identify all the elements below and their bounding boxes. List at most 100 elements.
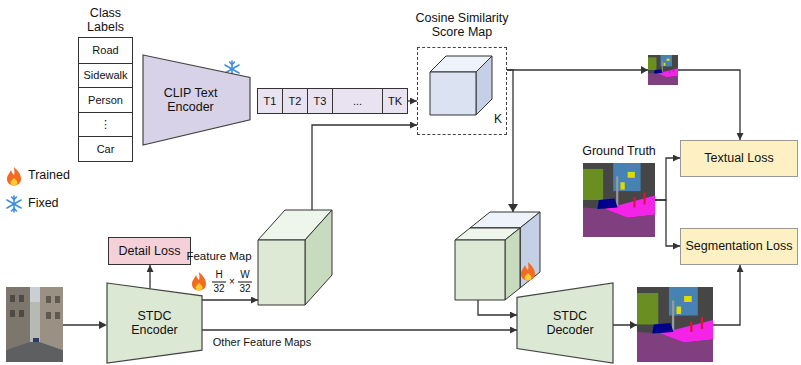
connector-label: Other Feature Maps: [211, 336, 313, 349]
class-table: RoadSidewalkPerson⋮CarClass Labels: [78, 37, 133, 162]
class-cell-label: Road: [92, 44, 118, 57]
text-anchor: 32: [239, 283, 250, 295]
class-cell: Car: [79, 136, 132, 161]
loss-box-label: Segmentation Loss: [685, 239, 792, 253]
channel-count: K: [491, 113, 505, 127]
score-map-title: Cosine Similarity Score Map: [406, 11, 518, 40]
input-photo: [6, 287, 63, 362]
token-cell: TK: [382, 88, 408, 114]
ground-truth-map: [583, 163, 655, 237]
legend-trained-icon: [7, 167, 21, 186]
fraction-bar: [238, 282, 252, 283]
encoder-block: STDC Encoder: [107, 283, 202, 363]
class-cell-label: Car: [97, 143, 115, 156]
text-encoder-label: CLIP Text Encoder: [159, 86, 223, 115]
token-cell: T2: [282, 88, 308, 114]
class-cell-label: Sidewalk: [83, 69, 127, 82]
legend-entry: Trained: [28, 168, 70, 182]
token-cell: T3: [307, 88, 333, 114]
predicted-map: [637, 287, 713, 362]
feature-map-cube: [258, 240, 305, 305]
decoder-block: STDC Decoder: [517, 283, 613, 363]
loss-box: Textual Loss: [680, 140, 798, 177]
input-arrow: [63, 321, 107, 329]
token-cell: ...: [332, 88, 383, 114]
token-cell: T1: [257, 88, 283, 114]
connector-arrow: [408, 100, 417, 101]
text-anchor: Cosine Similarity Score Map: [406, 11, 518, 40]
text-encoder: CLIP Text Encoder: [143, 55, 250, 145]
arrowhead: [641, 66, 648, 74]
decoder-block-label: STDC Decoder: [535, 309, 605, 338]
input-arrow: [99, 321, 107, 329]
loss-box: Segmentation Loss: [680, 228, 798, 265]
token-cell-label: TK: [388, 95, 402, 108]
dimension-label: H: [215, 269, 222, 281]
connector-arrow: [149, 265, 150, 289]
text-anchor: 32: [213, 283, 224, 295]
arrowhead: [630, 321, 637, 329]
concatenated-cube: [520, 212, 540, 288]
input-photo: [30, 302, 40, 342]
legend-entry: Fixed: [28, 196, 59, 210]
score-map-cube: [430, 56, 492, 115]
table-heading: Class Labels: [79, 6, 132, 35]
input-photo: [6, 287, 63, 362]
ground-truth-label: Ground Truth: [571, 144, 667, 158]
class-cell: ⋮: [79, 112, 132, 137]
score-map-cube: [430, 72, 476, 115]
connector-arrow: [655, 158, 680, 200]
trained-icon: [192, 272, 206, 291]
legend-label: Trained: [28, 168, 70, 182]
class-cell: Road: [79, 38, 132, 63]
connector-arrow: [312, 125, 417, 210]
feature-map-cube: [305, 210, 332, 305]
concatenated-cube: [455, 212, 540, 300]
fraction-bar: [212, 282, 226, 283]
token-cell-label: T1: [264, 95, 277, 108]
input-photo: [33, 338, 39, 342]
feature-map-label: Feature Map: [186, 250, 252, 263]
input-photo: [46, 296, 51, 303]
dimension-label: W: [240, 269, 249, 281]
text-anchor: Other Feature Maps: [211, 336, 313, 349]
token-cell-label: ...: [353, 95, 362, 108]
loss-box: Detail Loss: [108, 237, 191, 265]
input-photo: [10, 295, 15, 302]
concatenated-cube: [455, 240, 505, 300]
loss-box-label: Textual Loss: [704, 151, 773, 165]
connector-arrow: [202, 299, 258, 300]
encoder-block-shape: [107, 283, 202, 363]
text-anchor: W: [240, 269, 249, 281]
text-anchor: K: [491, 113, 505, 127]
input-photo: [55, 312, 60, 319]
connector-arrow: [507, 70, 740, 140]
encoder-block-label: STDC Encoder: [120, 309, 190, 338]
dimension-label: 32: [239, 283, 250, 295]
input-photo: [6, 287, 30, 350]
class-cell: Sidewalk: [79, 63, 132, 88]
input-arrow: [63, 324, 100, 325]
text-encoder-shape: [143, 55, 250, 145]
connector-arrow: [655, 200, 680, 246]
token-cell-label: T2: [289, 95, 302, 108]
class-cell-label: ⋮: [100, 118, 111, 131]
text-anchor: Feature Map: [186, 250, 252, 263]
input-photo: [40, 287, 63, 350]
coarse-prediction-map: [648, 55, 678, 85]
text-anchor: Class Labels: [79, 6, 132, 35]
input-photo: [19, 295, 24, 302]
token-cell-label: T3: [314, 95, 327, 108]
concatenated-cube: [505, 228, 520, 300]
legend-label: Fixed: [28, 196, 59, 210]
input-photo: [19, 310, 24, 317]
input-photo: [55, 296, 60, 303]
feature-map-cube: [258, 210, 332, 305]
feature-map: Feature Map: [258, 210, 332, 305]
score-map-cube: [476, 56, 492, 115]
connector-arrow: [202, 329, 517, 330]
arrowhead: [508, 204, 518, 212]
